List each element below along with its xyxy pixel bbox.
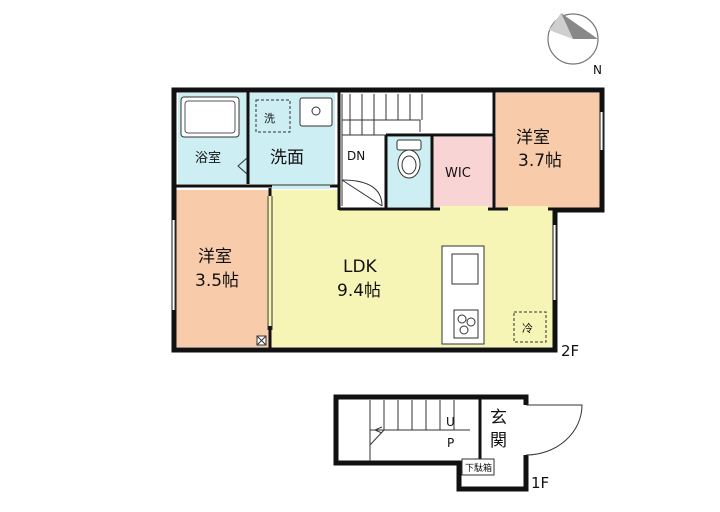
kitchen-sink xyxy=(451,253,479,285)
western-room-1-name: 洋室 xyxy=(516,128,550,148)
western-room-2-size: 3.5帖 xyxy=(195,271,239,291)
outer-wall-1f xyxy=(333,394,529,492)
door-gap-room1 xyxy=(508,206,548,212)
compass-needle xyxy=(561,13,598,39)
ldk-size: 9.4帖 xyxy=(337,281,381,301)
stairs-up-letter-u: U xyxy=(446,415,455,429)
bath-door-mark xyxy=(237,157,248,175)
stairs-1f: U P xyxy=(369,400,470,461)
western-room-2 xyxy=(176,190,269,347)
washroom-label: 洗面 xyxy=(270,148,304,168)
washer-mark: 洗 xyxy=(264,112,275,125)
ldk-name: LDK xyxy=(343,257,378,277)
compass: N xyxy=(547,13,602,77)
door-gap-wic xyxy=(440,206,488,212)
floor-label-2f: 2F xyxy=(561,342,579,360)
floor-label-1f: 1F xyxy=(531,474,549,492)
western-room-1 xyxy=(496,93,600,208)
bath-label: 浴室 xyxy=(195,150,221,166)
entrance-char-1: 玄 xyxy=(490,408,507,428)
entrance-door-swing xyxy=(525,404,583,456)
western-room-2-name: 洋室 xyxy=(198,247,232,267)
door-gap-wash xyxy=(272,183,330,189)
door-gap-room2 xyxy=(267,196,273,326)
vent-mark-cross xyxy=(256,335,267,346)
entrance-door-gap xyxy=(523,405,529,455)
kitchen-counter xyxy=(441,245,485,345)
north-label: N xyxy=(593,63,602,77)
washer-space xyxy=(255,99,291,133)
western-room-1-size: 3.7帖 xyxy=(518,151,562,171)
compass-needle-light xyxy=(549,13,573,39)
wash-basin xyxy=(299,97,333,127)
fridge-space xyxy=(513,311,547,343)
wic-label: WIC xyxy=(445,166,471,181)
bathtub xyxy=(180,96,240,138)
toilet-fixture xyxy=(396,139,422,179)
wic-room xyxy=(432,137,496,207)
entrance-char-2: 関 xyxy=(490,431,507,451)
wash-basin-drain xyxy=(311,106,321,116)
shoe-box-label: 下駄箱 xyxy=(465,462,492,474)
fridge-mark: 冷 xyxy=(522,322,533,335)
stairs-up-letter-p: P xyxy=(447,436,454,450)
shoe-box xyxy=(461,458,495,476)
stairs-2f: DN xyxy=(341,94,423,207)
stairs-dn-label: DN xyxy=(347,149,365,163)
bathtub-inner xyxy=(184,100,236,134)
ldk-room xyxy=(271,190,553,347)
